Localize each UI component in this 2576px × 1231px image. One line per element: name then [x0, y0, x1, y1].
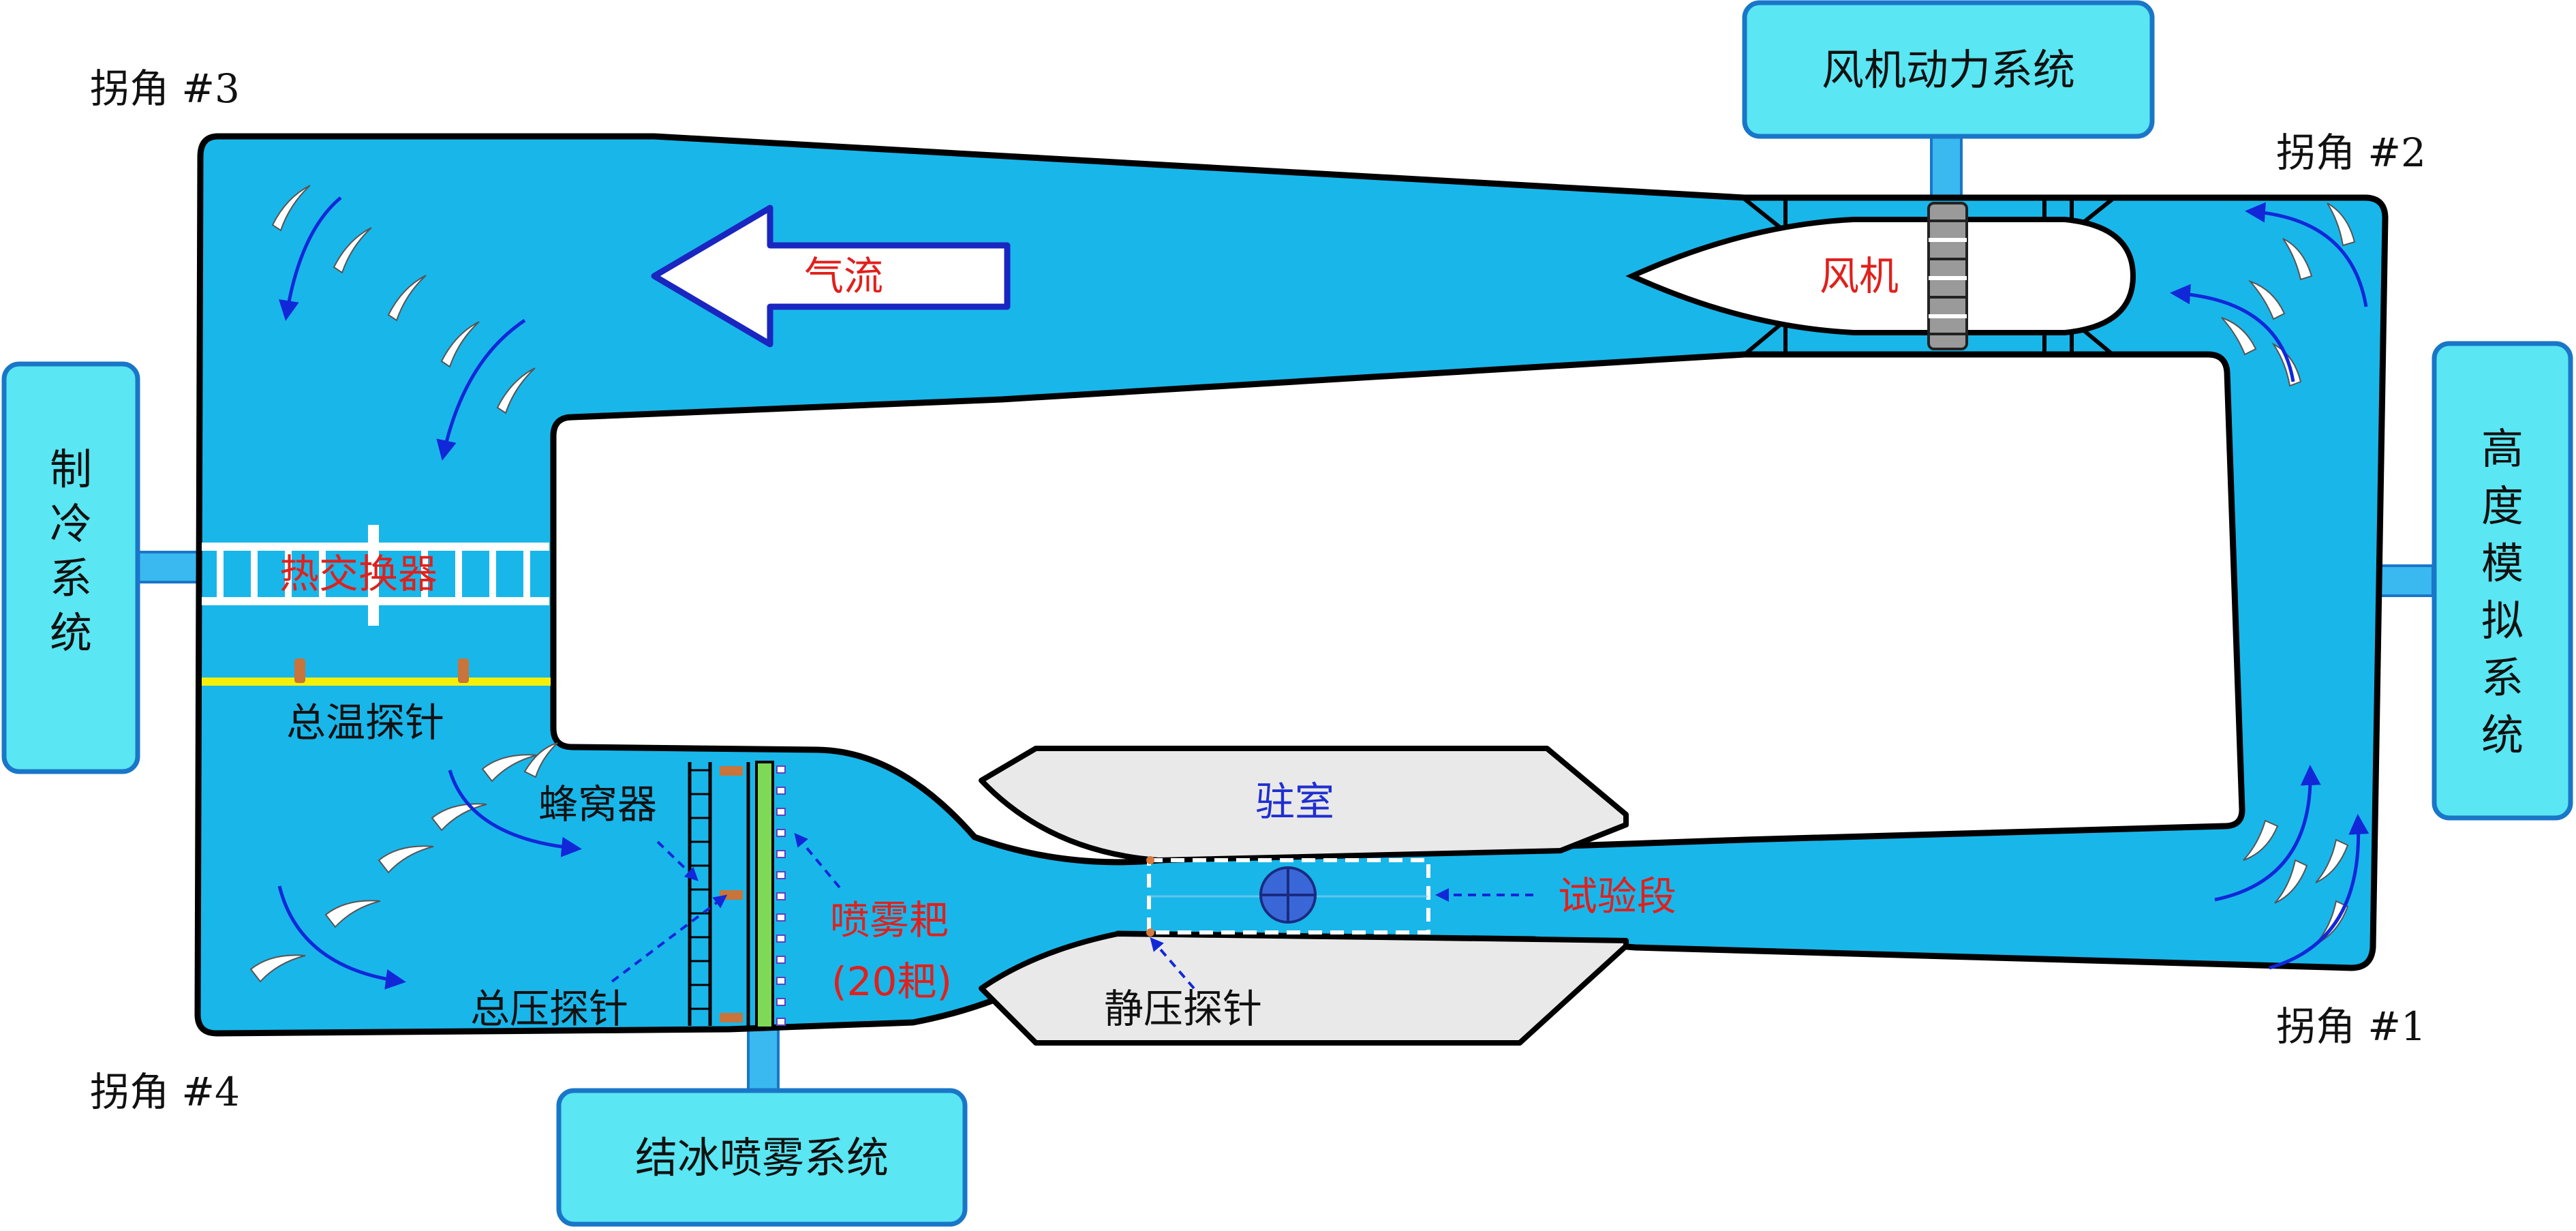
- turning-vanes-corner-3: [271, 185, 536, 414]
- fan-assembly: [1625, 197, 2136, 356]
- spray-bar-leader: [794, 832, 841, 889]
- refrigeration-system-label: 制冷系统: [50, 444, 92, 658]
- icing-spray-system-label: 结冰喷雾系统: [635, 1133, 889, 1183]
- fan-label: 风机: [1820, 253, 1899, 299]
- turning-vanes-corner-1: [2243, 819, 2349, 945]
- airflow-arrow: [651, 204, 1011, 348]
- refrigeration-connector: [134, 551, 207, 583]
- turning-vanes-corner-4: [249, 742, 558, 983]
- spray-bar-label: 喷雾耙: [830, 897, 949, 943]
- total-temp-probe-1: [294, 658, 305, 683]
- plenum-label: 驻室: [1255, 778, 1334, 825]
- fan-nacelle: [1625, 217, 2136, 335]
- total-temp-probe-2: [458, 658, 469, 683]
- flow-arrow-c1-a: [2214, 765, 2321, 902]
- static-pressure-probe-label: 静压探针: [1104, 986, 1262, 1032]
- fan-power-system-box: [1742, 0, 2155, 139]
- corner-3-label: 拐角 #3: [90, 65, 240, 112]
- flow-arrow-c3-a: [278, 196, 342, 321]
- heat-exchanger-label: 热交换器: [279, 551, 438, 597]
- model-target-icon: [1259, 866, 1317, 924]
- corner-2-label: 拐角 #2: [2276, 130, 2426, 176]
- honeycomb-label: 蜂窝器: [538, 781, 657, 827]
- refrigeration-system-box: [1, 361, 140, 774]
- altitude-connector: [2377, 564, 2434, 597]
- total-pressure-probe-label: 总压探针: [470, 986, 628, 1032]
- turning-vanes-corner-2: [2221, 202, 2356, 387]
- corner-1-label: 拐角 #1: [2276, 1003, 2426, 1050]
- fan-power-connector: [1930, 135, 1963, 200]
- plenum-upper: [979, 746, 1629, 863]
- tunnel-inner-island: [550, 351, 2245, 866]
- icing-spray-connector: [747, 1021, 780, 1093]
- flow-arrow-c4-a: [277, 885, 406, 990]
- airflow-label: 气流: [804, 253, 883, 299]
- honeycomb-grid: [688, 762, 712, 1026]
- flow-arrow-c2-a: [2245, 202, 2368, 307]
- static-probe-upper-marker: [1146, 856, 1154, 864]
- total-pressure-probe-2: [720, 890, 743, 900]
- flow-arrow-c2-b: [2170, 284, 2295, 382]
- flow-arrow-c4-b: [448, 770, 582, 857]
- honeycomb-leader: [656, 840, 699, 881]
- flow-arrow-c3-b: [436, 318, 526, 461]
- test-section-label: 试验段: [1558, 873, 1676, 920]
- static-probe-lower-marker: [1146, 928, 1154, 937]
- fan-power-system-label: 风机动力系统: [1822, 45, 2075, 95]
- plenum-lower: [979, 931, 1629, 1046]
- corner-4-label: 拐角 #4: [90, 1069, 240, 1115]
- fan-rotor-blades: [1927, 202, 1968, 350]
- heat-exchanger: [202, 525, 549, 626]
- total-temp-probe-rail: [202, 678, 551, 686]
- total-temp-probe-label: 总温探针: [286, 699, 444, 746]
- spray-bar: [755, 761, 774, 1029]
- flow-arrow-c1-b: [2269, 814, 2370, 970]
- total-pressure-probe-1: [720, 766, 743, 776]
- total-pressure-leader: [611, 894, 728, 983]
- altitude-system-label: 高度模拟系统: [2481, 424, 2524, 760]
- spray-nozzles: [776, 765, 786, 1026]
- static-pressure-leader: [1150, 937, 1195, 990]
- total-pressure-probe-3: [720, 1013, 743, 1022]
- spray-bar-count-label: (20耙): [831, 958, 952, 1005]
- altitude-system-box: [2432, 341, 2573, 821]
- icing-spray-system-box: [556, 1088, 968, 1227]
